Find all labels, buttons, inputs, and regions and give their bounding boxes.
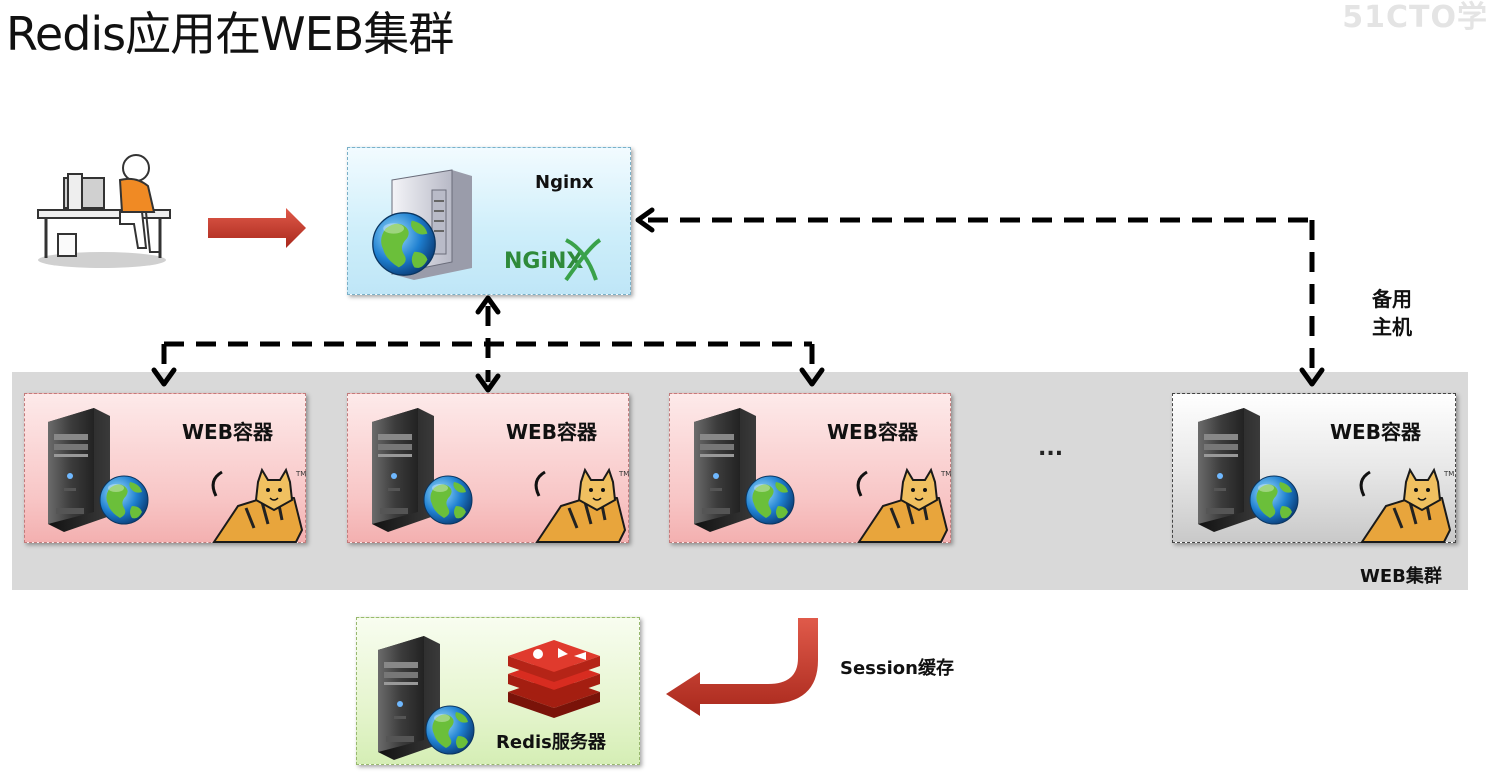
page-title: Redis应用在WEB集群 [6,7,454,61]
web-cluster-label: WEB集群 [1360,566,1442,587]
standby-note-line2: 主机 [1372,315,1412,339]
web-container-label-2: WEB容器 [506,420,597,444]
svg-text:NGiNX: NGiNX [504,249,583,274]
nginx-logo-icon: NGiNX [504,238,602,282]
redis-server-icon [378,636,475,760]
standby-container-label: WEB容器 [1330,420,1421,444]
web-container-label-3: WEB容器 [827,420,918,444]
standby-note-line1: 备用 [1372,287,1412,311]
session-cache-arrow [666,618,818,716]
nginx-globe-icon [372,212,436,276]
session-cache-label: Session缓存 [840,658,954,679]
request-arrow [208,208,306,248]
web-container-label-1: WEB容器 [182,420,273,444]
dashed-connectors [161,217,1315,382]
redis-logo-icon [508,640,600,718]
nginx-label: Nginx [535,172,594,193]
user-at-computer-icon [37,154,171,268]
redis-server-label: Redis服务器 [496,732,606,753]
arrowheads [151,207,1325,393]
watermark: 51CTO学 [1342,0,1488,35]
more-containers-ellipsis: ... [1038,436,1064,461]
